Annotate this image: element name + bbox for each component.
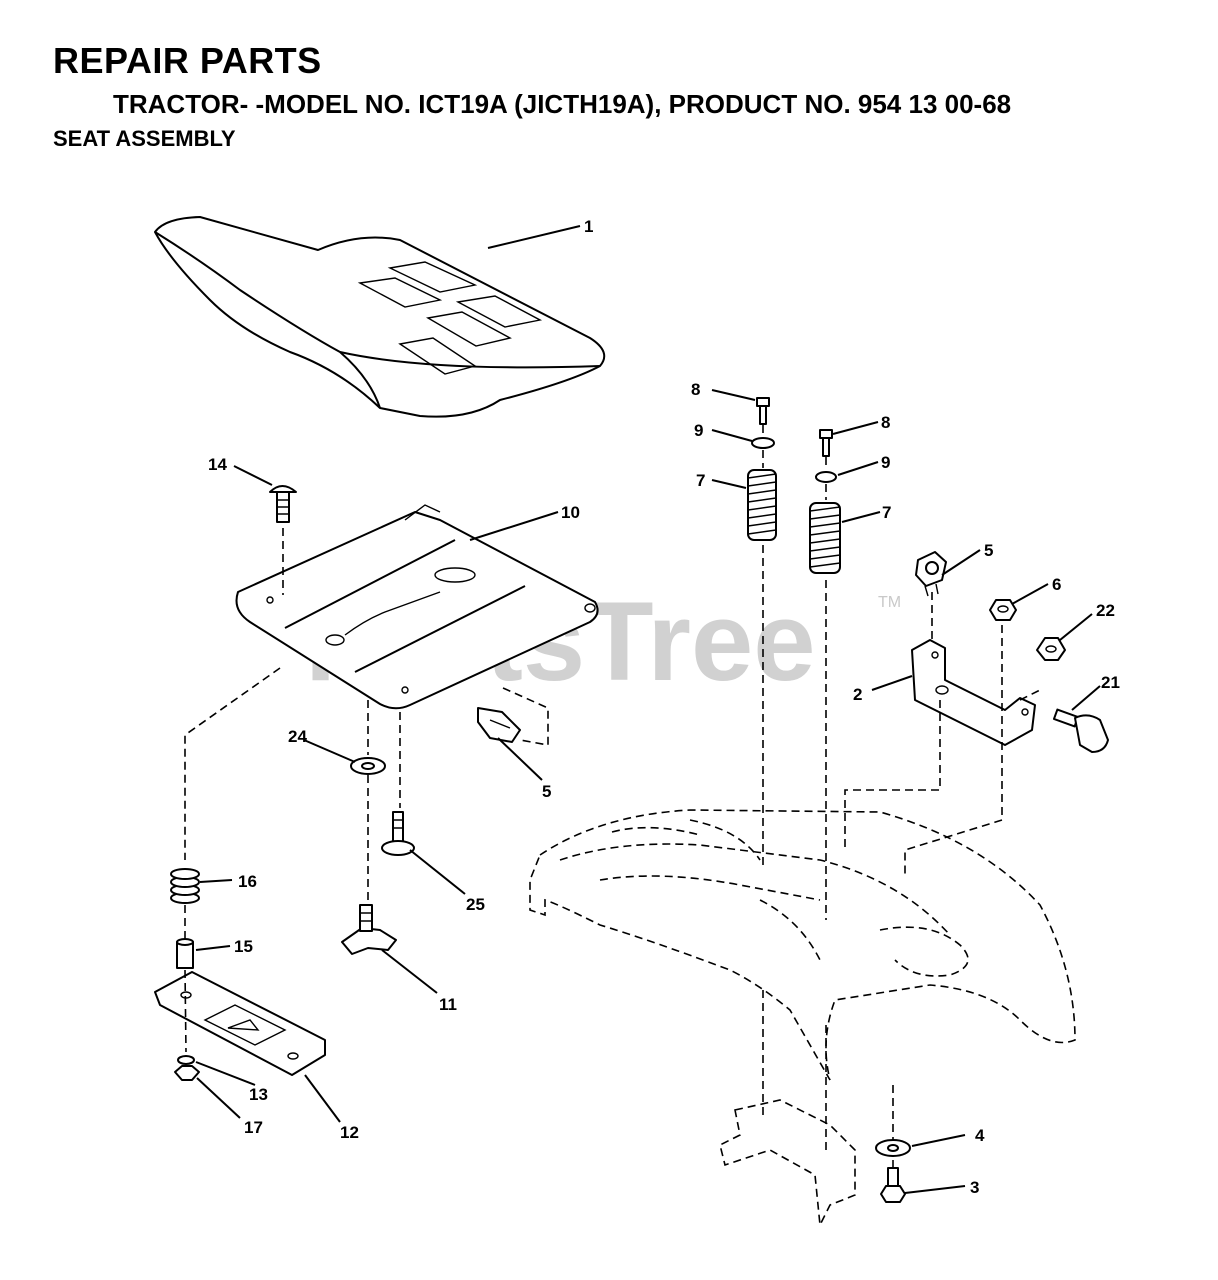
hex-nut-part-22[interactable] — [1036, 637, 1066, 661]
seat-pan-part[interactable] — [235, 504, 599, 710]
watermark-trademark: TM — [878, 594, 901, 611]
callout-labels: 1 8 9 7 8 9 7 14 10 5 6 22 2 21 24 5 16 … — [208, 217, 1120, 1197]
callout-12: 12 — [340, 1123, 359, 1142]
washer-part-9-right[interactable] — [815, 471, 837, 483]
callout-6: 6 — [1052, 575, 1061, 594]
callout-8-right: 8 — [881, 413, 890, 432]
switch-part-upper[interactable] — [915, 551, 947, 597]
bolt-part-8-left[interactable] — [756, 397, 770, 425]
callout-16: 16 — [238, 872, 257, 891]
callout-14: 14 — [208, 455, 227, 474]
adjust-knob-part[interactable] — [1052, 708, 1109, 753]
knob-part[interactable] — [341, 904, 397, 955]
callout-13: 13 — [249, 1085, 268, 1104]
seat-bracket-part[interactable] — [911, 639, 1036, 746]
callout-7-left: 7 — [696, 471, 705, 490]
washer-part-24[interactable] — [350, 757, 386, 775]
callout-5-upper: 5 — [984, 541, 993, 560]
callout-1: 1 — [584, 217, 593, 236]
callout-9-right: 9 — [881, 453, 890, 472]
page-header: REPAIR PARTS TRACTOR- -MODEL NO. ICT19A … — [0, 0, 1218, 170]
hex-nut-part-6[interactable] — [989, 599, 1017, 621]
callout-15: 15 — [234, 937, 253, 956]
shoulder-bolt-part[interactable] — [381, 811, 415, 856]
callout-9-left: 9 — [694, 421, 703, 440]
section-title: SEAT ASSEMBLY — [53, 126, 236, 151]
callout-2: 2 — [853, 685, 862, 704]
callout-24: 24 — [288, 727, 307, 746]
switch-part-lower[interactable] — [477, 687, 549, 746]
washer-part-4[interactable] — [875, 1139, 911, 1157]
hex-bolt-part-3[interactable] — [880, 1167, 906, 1203]
washer-part-9-left[interactable] — [751, 437, 775, 449]
bolt-part-8-right[interactable] — [819, 429, 833, 457]
callout-7-right: 7 — [882, 503, 891, 522]
hex-nut-part-17[interactable] — [174, 1065, 200, 1081]
callout-11: 11 — [439, 995, 457, 1014]
callout-5-lower: 5 — [542, 782, 551, 801]
callout-21: 21 — [1101, 673, 1120, 692]
leader-lines — [195, 225, 1101, 1194]
slide-bracket-part[interactable] — [154, 971, 326, 1076]
callout-22: 22 — [1096, 601, 1115, 620]
spacer-part[interactable] — [176, 938, 194, 969]
model-subtitle: TRACTOR- -MODEL NO. ICT19A (JICTH19A), P… — [113, 89, 1012, 119]
callout-25: 25 — [466, 895, 485, 914]
spring-part-7-right[interactable] — [809, 502, 841, 574]
lockwasher-part[interactable] — [177, 1055, 195, 1065]
spring-part-7-left[interactable] — [747, 469, 777, 541]
spring-part-16[interactable] — [170, 868, 200, 904]
tractor-fender-frame — [529, 809, 1076, 1228]
callout-17: 17 — [244, 1118, 263, 1137]
seat-part[interactable] — [154, 216, 606, 418]
callout-10: 10 — [561, 503, 580, 522]
callout-3: 3 — [970, 1178, 979, 1197]
page-title: REPAIR PARTS — [53, 40, 322, 81]
callout-4: 4 — [975, 1126, 985, 1145]
assembly-lines — [184, 425, 1041, 1170]
carriage-bolt-part[interactable] — [269, 485, 297, 523]
callout-8-left: 8 — [691, 380, 700, 399]
